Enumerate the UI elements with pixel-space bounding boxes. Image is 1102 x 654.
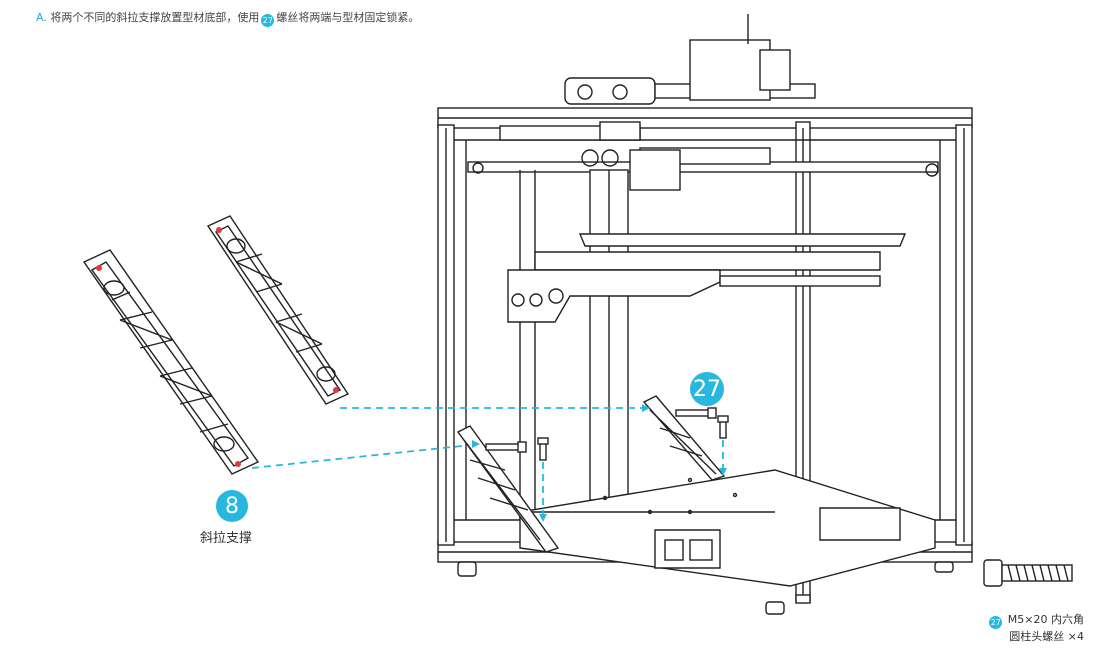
instruction-text-after: 螺丝将两端与型材固定锁紧。 [276,11,420,24]
screw-number-badge: 27 [690,372,724,406]
screw-spec-badge: 27 [989,616,1003,629]
brace-label: 斜拉支撑 [200,531,253,546]
instruction-text-before: 将两个不同的斜拉支撑放置型材底部，使用 [50,11,260,24]
screw-number-badge-inline: 27 [261,14,275,27]
printer-frame [437,14,973,615]
step-letter: A. [36,11,47,24]
brace-number-badge: 8 [216,490,248,522]
diagonal-brace-left [82,249,260,475]
screw-spec-line1: M5×20 内六角 [1007,613,1084,626]
screw-spec: 27 M5×20 内六角 圆柱头螺丝 ×4 [987,612,1084,644]
diagonal-brace-right [206,215,350,405]
screw-spec-line2: 圆柱头螺丝 ×4 [1009,630,1084,643]
screw-detail [983,559,1073,587]
